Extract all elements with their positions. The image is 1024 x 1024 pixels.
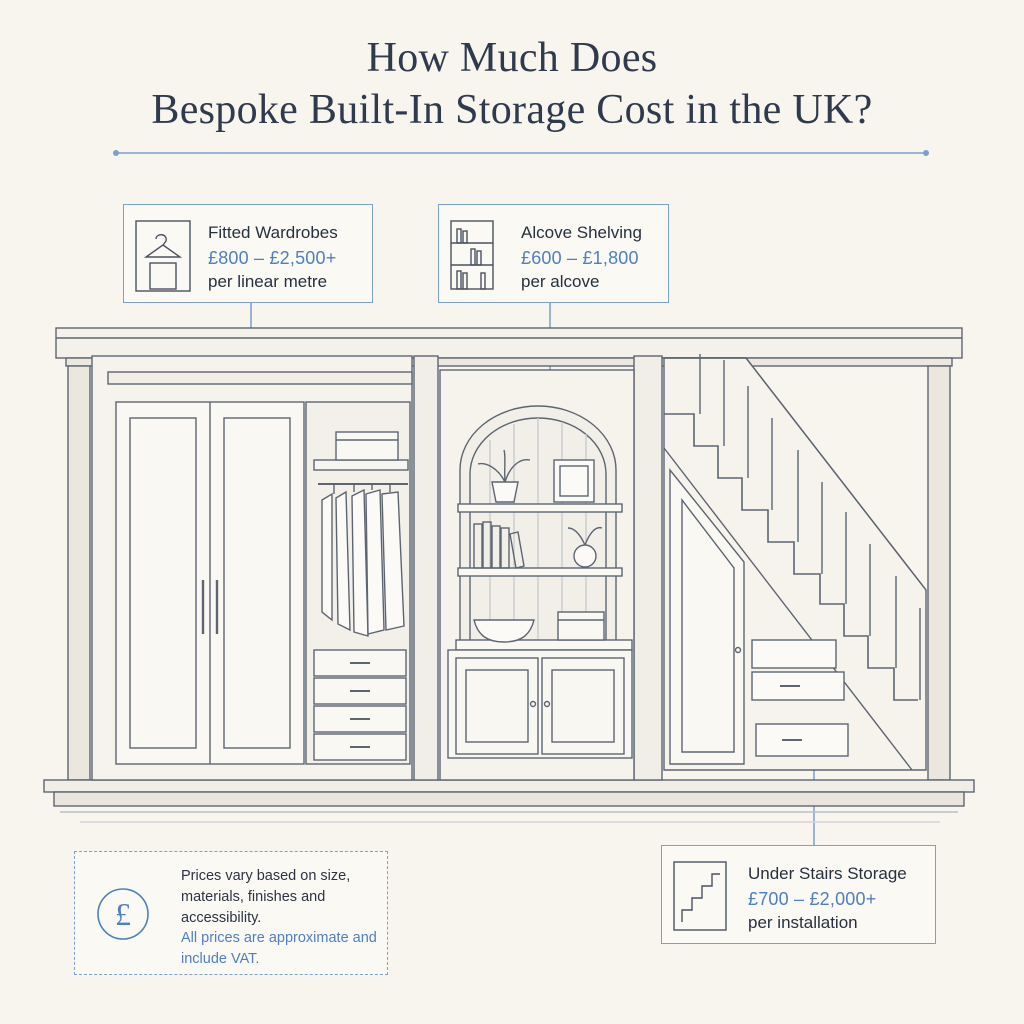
page-title: How Much Does Bespoke Built-In Storage C… [0, 32, 1024, 136]
note-highlight: All prices are approximate and include V… [181, 930, 377, 967]
callout-wardrobes-unit: per linear metre [208, 272, 328, 291]
side-walls [67, 365, 951, 781]
pricing-note: £ Prices vary based on size, materials, … [74, 851, 388, 975]
stairs-icon [673, 861, 727, 931]
title-line-1: How Much Does [366, 35, 658, 81]
callout-under-stairs: Under Stairs Storage £700 – £2,000+ per … [661, 845, 936, 944]
pound-icon: £ [97, 888, 149, 940]
callout-wardrobes-title: Fitted Wardrobes [208, 223, 338, 242]
alcove-shelving-drawing [439, 369, 635, 781]
callout-stairs-price: £700 – £2,000+ [748, 889, 877, 909]
callout-alcove-price: £600 – £1,800 [521, 248, 639, 268]
under-stairs-drawing [663, 354, 927, 771]
title-divider [113, 150, 929, 156]
fitted-wardrobe-drawing [91, 355, 413, 781]
note-text: Prices vary based on size, materials, fi… [181, 868, 351, 926]
pound-symbol: £ [115, 896, 131, 932]
callout-stairs-title: Under Stairs Storage [748, 864, 907, 883]
callout-alcove-unit: per alcove [521, 272, 600, 291]
callout-stairs-unit: per installation [748, 913, 858, 932]
callout-alcove-shelving: Alcove Shelving £600 – £1,800 per alcove [438, 204, 669, 303]
title-line-2: Bespoke Built-In Storage Cost in the UK? [151, 87, 873, 133]
bookshelf-icon [450, 220, 494, 290]
wardrobe-hanger-icon [135, 220, 191, 292]
callout-fitted-wardrobes: Fitted Wardrobes £800 – £2,500+ per line… [123, 204, 373, 303]
callout-alcove-title: Alcove Shelving [521, 223, 642, 242]
ceiling-beam [55, 327, 963, 367]
callout-wardrobes-price: £800 – £2,500+ [208, 248, 337, 268]
pilasters [413, 355, 663, 781]
floor [43, 779, 975, 823]
